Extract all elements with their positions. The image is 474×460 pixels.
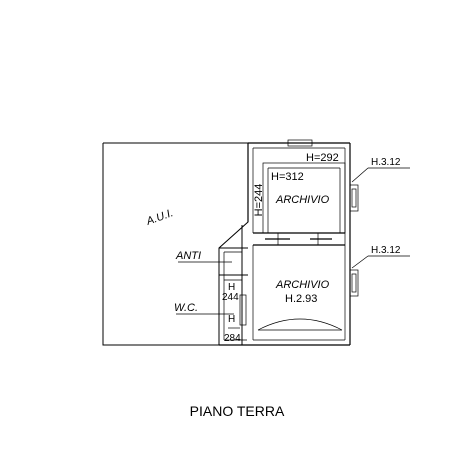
h312-right-bottom: H.3.12 (371, 245, 401, 256)
wc-284: 284 (224, 333, 241, 344)
h244-vertical-label: H=244 (253, 184, 265, 217)
wc-h-top: H (228, 282, 235, 293)
plan-caption: PIANO TERRA (190, 403, 285, 419)
archivio-bottom-label: ARCHIVIO (275, 279, 330, 291)
leader-lines (176, 167, 410, 315)
anti-wc-area (219, 225, 248, 345)
archivio-top-room (253, 162, 346, 246)
right-windows (349, 184, 359, 297)
wc-244: 244 (222, 292, 239, 303)
aui-label: A.U.I. (144, 207, 175, 228)
anti-label: ANTI (175, 250, 201, 262)
h292-label: H=292 (306, 152, 339, 164)
vault-arc (257, 318, 343, 331)
archivio-top-label: ARCHIVIO (275, 194, 330, 206)
h312-label: H=312 (271, 171, 304, 183)
h312-right-top: H.3.12 (371, 157, 401, 168)
aui-area-outline (102, 142, 249, 346)
archivio-bottom-height: H.2.93 (285, 293, 317, 305)
wc-label: W.C. (174, 302, 198, 314)
wc-h-bottom: H (228, 314, 235, 325)
